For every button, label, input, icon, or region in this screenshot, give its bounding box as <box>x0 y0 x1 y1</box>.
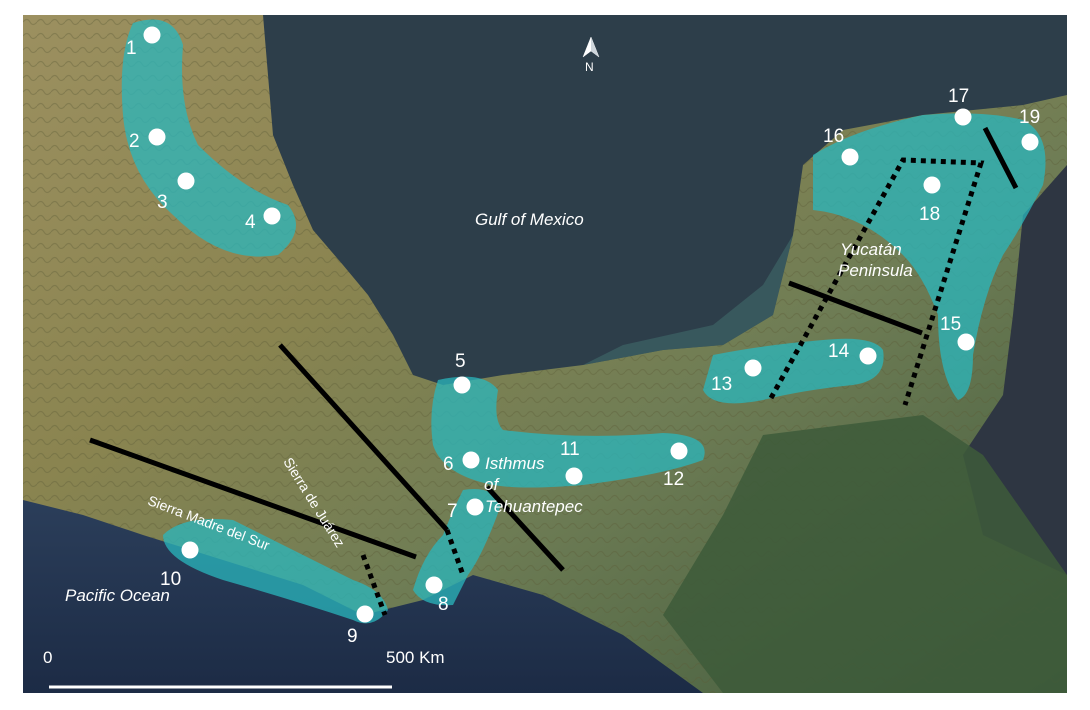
site-label-13: 13 <box>711 374 733 395</box>
site-label-7: 7 <box>447 501 458 522</box>
site-label-6: 6 <box>443 454 454 475</box>
site-label-15: 15 <box>940 314 962 335</box>
site-marker-5 <box>453 376 471 394</box>
scale-start-label: 0 <box>43 648 53 667</box>
site-label-9: 9 <box>347 626 358 647</box>
site-label-12: 12 <box>663 469 685 490</box>
site-marker-19 <box>1021 133 1039 151</box>
yucatan-label-line1: Yucatán <box>840 240 902 259</box>
pacific-ocean-label: Pacific Ocean <box>65 586 170 605</box>
isthmus-label-line2: of <box>484 475 499 494</box>
site-label-10: 10 <box>160 569 182 590</box>
site-label-5: 5 <box>455 351 466 372</box>
gulf-of-mexico-label: Gulf of Mexico <box>475 210 584 229</box>
yucatan-label-line2: Peninsula <box>838 261 913 280</box>
site-marker-3 <box>177 172 195 190</box>
site-marker-15 <box>957 333 975 351</box>
site-label-2: 2 <box>129 131 140 152</box>
compass-north-label: N <box>585 60 594 74</box>
site-marker-8 <box>425 576 443 594</box>
site-marker-13 <box>744 359 762 377</box>
site-marker-2 <box>148 128 166 146</box>
site-marker-18 <box>923 176 941 194</box>
scale-end-label: 500 Km <box>386 648 445 667</box>
site-marker-10 <box>181 541 199 559</box>
site-label-18: 18 <box>919 204 941 225</box>
site-label-3: 3 <box>157 192 168 213</box>
site-marker-7 <box>466 498 484 516</box>
solid-boundaries <box>89 126 1019 572</box>
map-background <box>23 15 1067 693</box>
isthmus-label-line1: Isthmus <box>485 454 545 473</box>
endemic-zones <box>121 19 1046 624</box>
site-marker-6 <box>462 451 480 469</box>
site-marker-9 <box>356 605 374 623</box>
dotted-boundaries <box>360 157 985 616</box>
site-marker-14 <box>859 347 877 365</box>
site-marker-4 <box>263 207 281 225</box>
site-label-8: 8 <box>438 594 449 615</box>
site-label-4: 4 <box>245 212 256 233</box>
site-marker-1 <box>143 26 161 44</box>
site-label-16: 16 <box>823 126 845 147</box>
site-marker-17 <box>954 108 972 126</box>
site-label-19: 19 <box>1019 107 1041 128</box>
satellite-map: 1 2 3 4 5 6 7 8 9 10 11 12 13 14 15 16 1… <box>23 15 1067 693</box>
site-label-14: 14 <box>828 341 850 362</box>
site-marker-16 <box>841 148 859 166</box>
site-label-17: 17 <box>948 86 970 107</box>
site-marker-12 <box>670 442 688 460</box>
site-label-11: 11 <box>560 439 580 460</box>
site-marker-11 <box>565 467 583 485</box>
isthmus-label-line3: Tehuantepec <box>485 497 583 516</box>
site-label-1: 1 <box>126 38 137 59</box>
compass-arrow-icon <box>582 36 600 58</box>
